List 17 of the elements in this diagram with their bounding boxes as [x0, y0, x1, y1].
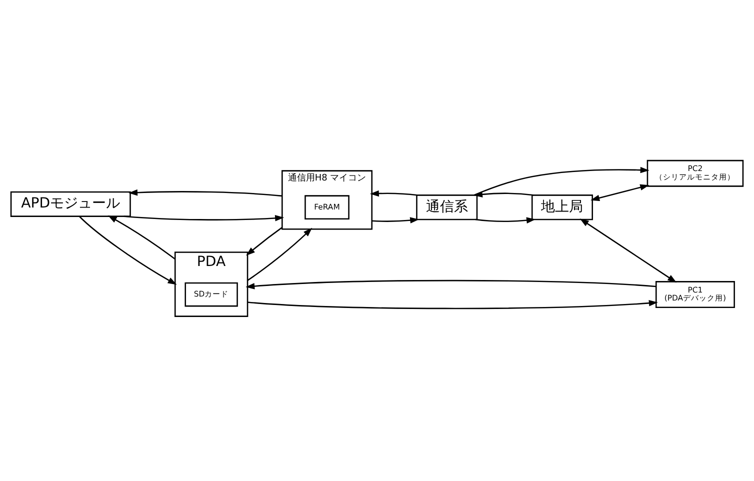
node-box: 地上局 [531, 194, 593, 220]
arrow [246, 226, 283, 256]
arrow [246, 279, 656, 289]
arrow [590, 184, 650, 201]
arrow [370, 190, 418, 196]
arrow [372, 216, 420, 223]
arrow [580, 218, 677, 282]
node-box: APDモジュール [10, 190, 131, 216]
arrow [108, 214, 176, 260]
arrow [474, 166, 650, 196]
node-box: 通信系 [416, 194, 478, 220]
arrow [124, 214, 284, 221]
arrow [247, 227, 312, 280]
arrow [128, 188, 282, 196]
arrow [78, 215, 177, 284]
arrow [247, 299, 658, 309]
arrow [475, 216, 536, 223]
